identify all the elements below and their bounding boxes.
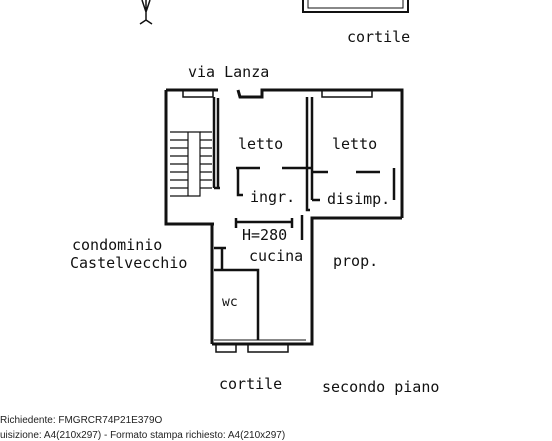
- ceiling-height-label: H=280: [242, 226, 288, 244]
- room-label-letto-right: letto: [332, 135, 378, 153]
- courtyard-top-outline: [302, 0, 409, 13]
- staircase: [170, 131, 212, 197]
- room-label-letto-left: letto: [238, 135, 284, 153]
- acquisition-line: uisizione: A4(210x297) - Formato stampa …: [0, 430, 286, 441]
- requester-line: Richiedente: FMGRCR74P21E379O: [0, 415, 163, 426]
- inner-walls: [212, 97, 396, 340]
- courtyard-top-label: cortile: [347, 28, 411, 46]
- outer-walls: [164, 88, 404, 353]
- floor-level-label: secondo piano: [322, 378, 440, 396]
- neighbor-label-prop: prop.: [333, 252, 379, 270]
- room-label-disimpegno: disimp.: [327, 190, 391, 208]
- room-label-ingresso: ingr.: [250, 188, 296, 206]
- neighbor-label-condominio: condominio: [72, 236, 163, 254]
- room-label-wc: wc: [222, 295, 238, 310]
- neighbor-label-castelvecchio: Castelvecchio: [70, 254, 188, 272]
- room-label-cucina: cucina: [249, 247, 304, 265]
- courtyard-bottom-label: cortile: [219, 375, 283, 393]
- north-arrow-icon: [139, 0, 153, 25]
- street-label: via Lanza: [188, 63, 270, 81]
